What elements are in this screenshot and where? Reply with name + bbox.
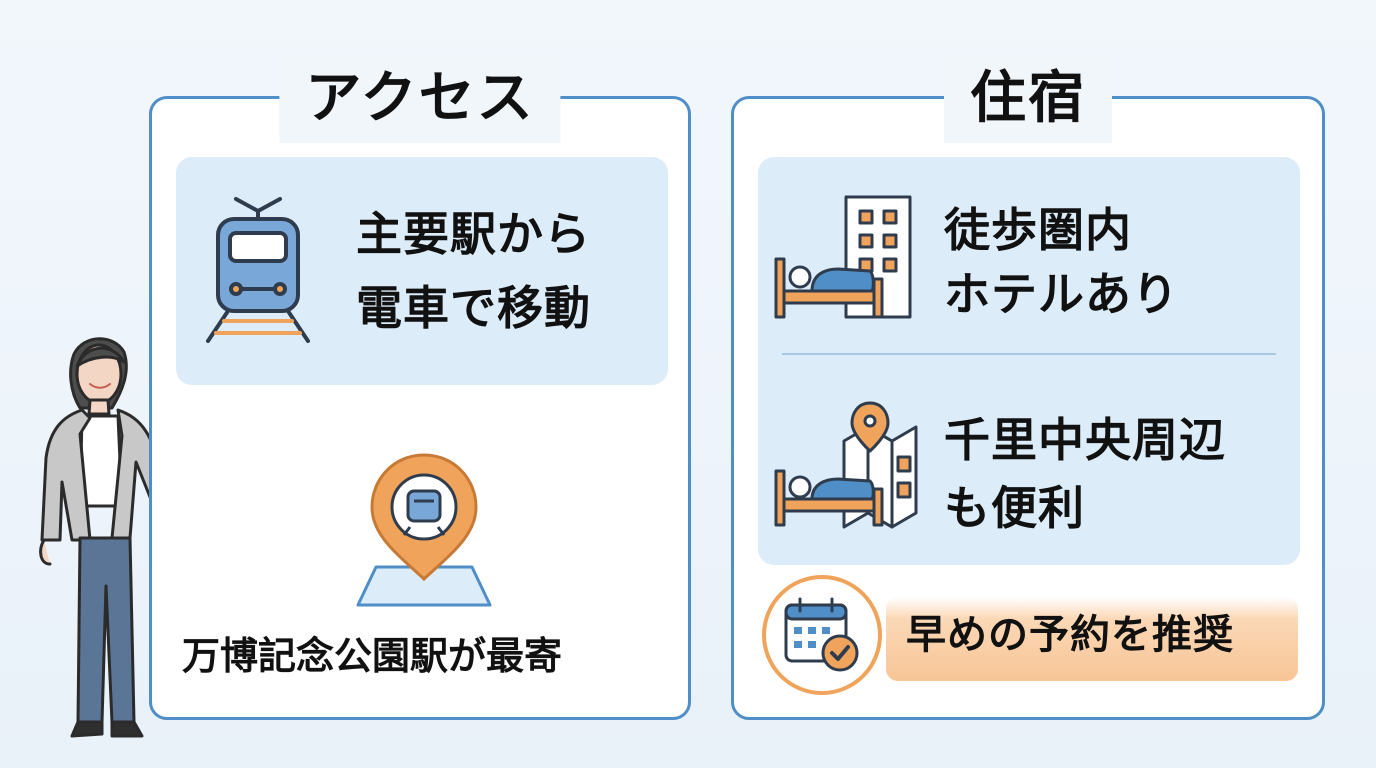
calendar-check-icon	[784, 597, 859, 672]
walking-distance-line-2: ホテルあり	[944, 267, 1179, 321]
booking-highlight	[886, 597, 1298, 681]
calendar-badge	[762, 575, 882, 695]
train-info-box: 主要駅から 電車で移動	[176, 157, 668, 385]
map-bed-icon	[774, 401, 918, 529]
access-title: アクセス	[279, 55, 561, 143]
senri-chuo-line-1: 千里中央周辺	[944, 413, 1226, 467]
stay-title: 住宿	[944, 55, 1112, 143]
walking-distance-line-1: 徒歩圏内	[944, 203, 1132, 257]
lodging-info-box: 徒歩圏内 ホテルあり 千里中央周辺 も便利	[758, 157, 1300, 565]
train-icon	[206, 197, 310, 343]
senri-chuo-line-2: も便利	[944, 481, 1085, 535]
hotel-bed-icon	[774, 195, 912, 319]
presenter-illustration	[39, 337, 202, 738]
stay-panel: 住宿 徒歩圏内 ホテルあり	[731, 55, 1325, 720]
train-line-2: 電車で移動	[356, 281, 591, 335]
early-booking-text: 早めの予約を推奨	[906, 612, 1234, 658]
station-pin-icon	[356, 453, 492, 607]
section-divider	[782, 353, 1276, 355]
nearest-station-text: 万博記念公園駅が最寄	[182, 634, 563, 678]
train-line-1: 主要駅から	[356, 207, 591, 261]
access-panel: アクセス 主要駅から 電車で移動	[149, 55, 691, 720]
